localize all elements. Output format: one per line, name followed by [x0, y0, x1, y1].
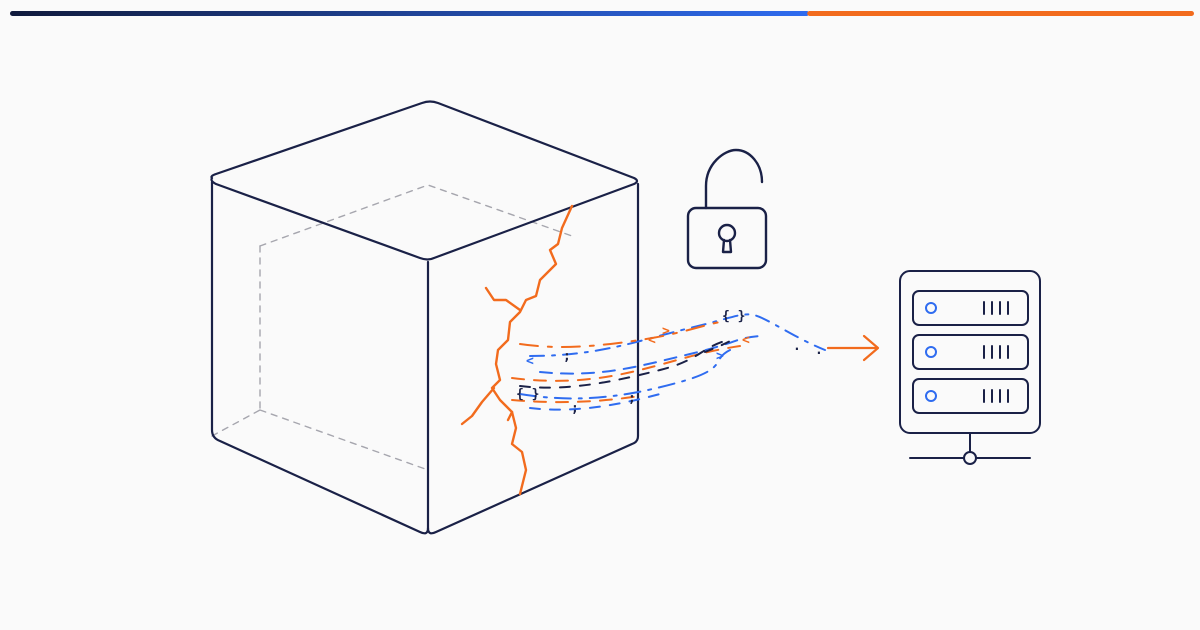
container-cube [210, 100, 640, 535]
stream-orange-low [511, 395, 641, 404]
stream-dark-mid [519, 339, 729, 389]
server-rack-icon [899, 270, 1041, 465]
glyph-gt-blue: > [716, 349, 724, 364]
cube-visible-edges [210, 100, 640, 535]
glyph-lt-orange-2: < [742, 333, 750, 348]
glyph-lt-blue: < [526, 354, 534, 369]
padlock-keyhole [717, 223, 737, 243]
cube-left-face [210, 180, 430, 535]
server-led-3 [925, 390, 937, 402]
glyph-dot-2: . [815, 343, 823, 358]
stream-glyphs: { } < ; < > < . . { } ; ; > [516, 309, 823, 416]
glyph-semicolon-2: ; [571, 401, 579, 416]
crack [460, 204, 574, 496]
data-stream [511, 313, 880, 411]
server-vents-2 [983, 345, 1009, 359]
header-bar-orange-segment [807, 11, 1194, 16]
glyph-semicolon-3: ; [628, 391, 636, 406]
stream-blue-low [519, 349, 731, 400]
glyph-lt-orange: < [648, 333, 656, 348]
open-padlock-icon [686, 148, 768, 270]
header-bar [10, 11, 1194, 16]
server-led-2 [925, 346, 937, 358]
stream-blue-top [529, 313, 826, 357]
stream-blue-mid [539, 335, 761, 375]
stream-blue-bottom [529, 393, 661, 411]
arrow-head [862, 334, 880, 362]
cube-top-face [210, 100, 639, 261]
glyph-gt-orange: > [662, 324, 670, 339]
server-vents-3 [983, 389, 1009, 403]
glyph-braces-bottom: { } [516, 387, 539, 402]
server-vents-1 [983, 301, 1009, 315]
server-network-node [963, 451, 977, 465]
glyph-braces-top: { } [722, 309, 745, 324]
cube-right-face [426, 182, 640, 535]
header-bar-gradient-segment [10, 11, 810, 16]
glyph-semicolon-1: ; [563, 349, 571, 364]
glyph-dot-1: . [793, 339, 801, 354]
server-unit-1 [912, 290, 1029, 326]
cube-hidden-edges [211, 184, 573, 471]
padlock-shackle [704, 148, 764, 210]
server-unit-2 [912, 334, 1029, 370]
padlock-body [686, 206, 768, 270]
server-unit-3 [912, 378, 1029, 414]
stream-dark-top [704, 339, 733, 353]
stream-orange-top [519, 321, 721, 348]
server-led-1 [925, 302, 937, 314]
server-cabinet [899, 270, 1041, 434]
